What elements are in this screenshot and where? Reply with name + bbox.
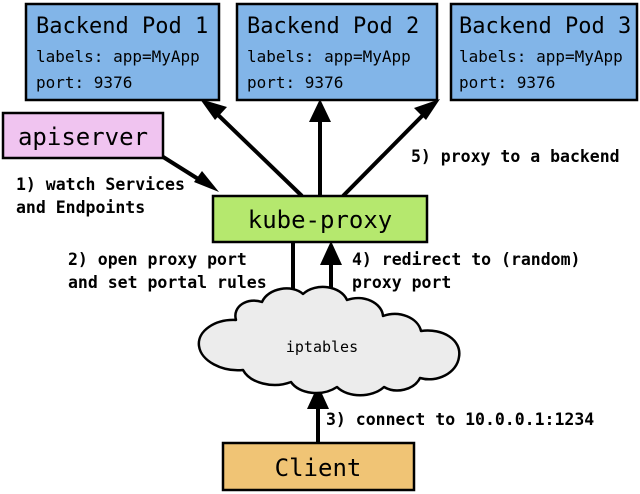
- kube-proxy-label: kube-proxy: [248, 206, 393, 234]
- pod-3-port: port: 9376: [459, 73, 555, 92]
- pod-3-labels: labels: app=MyApp: [459, 47, 623, 66]
- step-1-line-2: and Endpoints: [16, 198, 145, 217]
- step-label-4: 4) redirect to (random) proxy port: [352, 250, 580, 292]
- pod-2-labels: labels: app=MyApp: [247, 47, 411, 66]
- step-3-line-1: 3) connect to 10.0.0.1:1234: [326, 410, 594, 429]
- pod-2-port: port: 9376: [247, 73, 343, 92]
- edge-client-to-iptables: [307, 385, 329, 442]
- client-label: Client: [275, 454, 362, 482]
- pod-1-title: Backend Pod 1: [36, 14, 208, 39]
- step-label-1: 1) watch Services and Endpoints: [16, 175, 185, 217]
- pod-3-title: Backend Pod 3: [459, 14, 631, 39]
- step-2-line-1: 2) open proxy port: [68, 250, 247, 269]
- node-client[interactable]: Client: [221, 441, 416, 492]
- apiserver-label: apiserver: [18, 123, 148, 151]
- node-kube-proxy[interactable]: kube-proxy: [211, 194, 429, 244]
- step-label-3: 3) connect to 10.0.0.1:1234: [326, 410, 594, 429]
- pod-2-title: Backend Pod 2: [247, 14, 419, 39]
- step-label-2: 2) open proxy port and set portal rules: [68, 250, 267, 292]
- node-apiserver[interactable]: apiserver: [1, 111, 165, 160]
- pod-1-labels: labels: app=MyApp: [36, 47, 200, 66]
- pod-1-port: port: 9376: [36, 73, 132, 92]
- edge-apiserver-to-kubeproxy: [158, 153, 219, 192]
- step-4-line-1: 4) redirect to (random): [352, 250, 580, 269]
- step-label-5: 5) proxy to a backend: [411, 147, 620, 166]
- edge-kubeproxy-to-pod1: [200, 99, 304, 198]
- iptables-label: iptables: [286, 338, 358, 356]
- node-backend-pod-3[interactable]: Backend Pod 3 labels: app=MyApp port: 93…: [449, 2, 639, 102]
- edge-kubeproxy-to-pod2: [309, 99, 331, 196]
- step-1-line-1: 1) watch Services: [16, 175, 185, 194]
- step-5-line-1: 5) proxy to a backend: [411, 147, 620, 166]
- node-iptables[interactable]: iptables: [197, 285, 461, 397]
- node-backend-pod-1[interactable]: Backend Pod 1 labels: app=MyApp port: 93…: [24, 2, 221, 102]
- step-4-line-2: proxy port: [352, 273, 451, 292]
- edge-kubeproxy-to-pod3: [341, 99, 440, 198]
- node-backend-pod-2[interactable]: Backend Pod 2 labels: app=MyApp port: 93…: [235, 2, 439, 102]
- step-2-line-2: and set portal rules: [68, 273, 267, 292]
